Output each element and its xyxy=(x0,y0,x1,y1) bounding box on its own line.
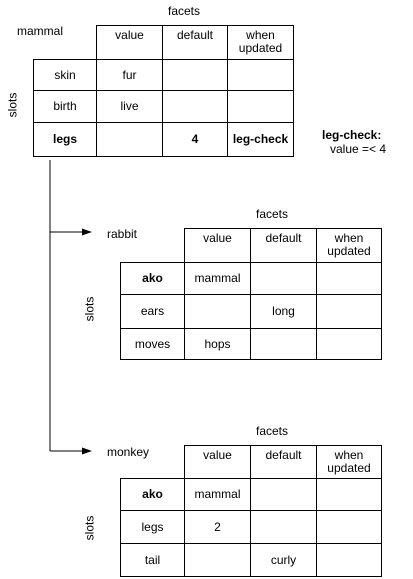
cell-value xyxy=(184,543,251,577)
cell-default xyxy=(250,262,317,295)
header-when-updated: when updated xyxy=(227,25,294,60)
cell-when-updated xyxy=(316,294,382,329)
cell-value: 2 xyxy=(184,510,251,544)
facets-label: facets xyxy=(256,207,289,221)
slot-ako: ako xyxy=(120,262,185,295)
cell-when-updated: leg-check xyxy=(227,122,294,157)
cell-when-updated xyxy=(227,90,294,123)
header-default: default xyxy=(250,228,317,263)
cell-value xyxy=(184,294,251,329)
cell-default xyxy=(250,478,317,511)
arrow-to-monkey xyxy=(82,447,92,455)
slot-legs: legs xyxy=(120,510,185,544)
cell-default xyxy=(250,510,317,544)
leg-check-note: leg-check: value =< 4 xyxy=(322,128,386,156)
cell-default xyxy=(250,328,317,360)
arrow-to-rabbit xyxy=(82,228,92,236)
slots-label: slots xyxy=(82,296,97,322)
cell-default xyxy=(162,59,228,91)
slot-skin: skin xyxy=(33,59,97,91)
cell-value: fur xyxy=(96,59,163,91)
cell-when-updated xyxy=(316,478,382,511)
header-value: value xyxy=(184,228,251,263)
facets-label: facets xyxy=(168,4,201,18)
note-body: value =< 4 xyxy=(330,142,387,156)
facets-label: facets xyxy=(256,424,289,438)
cell-value: mammal xyxy=(184,478,251,511)
header-default: default xyxy=(162,25,228,60)
slot-ears: ears xyxy=(120,294,185,329)
header-default: default xyxy=(250,445,317,479)
cell-default: long xyxy=(250,294,317,329)
slot-moves: moves xyxy=(120,328,185,360)
cell-value: mammal xyxy=(184,262,251,295)
cell-value: hops xyxy=(184,328,251,360)
cell-when-updated xyxy=(316,543,382,577)
slot-ako: ako xyxy=(120,478,185,511)
cell-value: live xyxy=(96,90,163,123)
frame-name: monkey xyxy=(107,445,150,459)
cell-default xyxy=(162,90,228,123)
header-value: value xyxy=(96,25,163,60)
slots-label: slots xyxy=(82,515,97,541)
cell-value xyxy=(96,122,163,157)
cell-default: curly xyxy=(250,543,317,577)
header-when-updated: when updated xyxy=(316,228,382,263)
slots-label: slots xyxy=(5,92,20,118)
header-when-updated: when updated xyxy=(316,445,382,479)
cell-when-updated xyxy=(316,510,382,544)
slot-tail: tail xyxy=(120,543,185,577)
slot-birth: birth xyxy=(33,90,97,123)
cell-when-updated xyxy=(316,328,382,360)
frame-name: rabbit xyxy=(107,227,138,241)
slot-legs: legs xyxy=(33,122,97,157)
note-title: leg-check: xyxy=(322,128,382,142)
frame-name: mammal xyxy=(17,24,64,38)
cell-when-updated xyxy=(227,59,294,91)
header-value: value xyxy=(184,445,251,479)
cell-when-updated xyxy=(316,262,382,295)
cell-default: 4 xyxy=(162,122,228,157)
